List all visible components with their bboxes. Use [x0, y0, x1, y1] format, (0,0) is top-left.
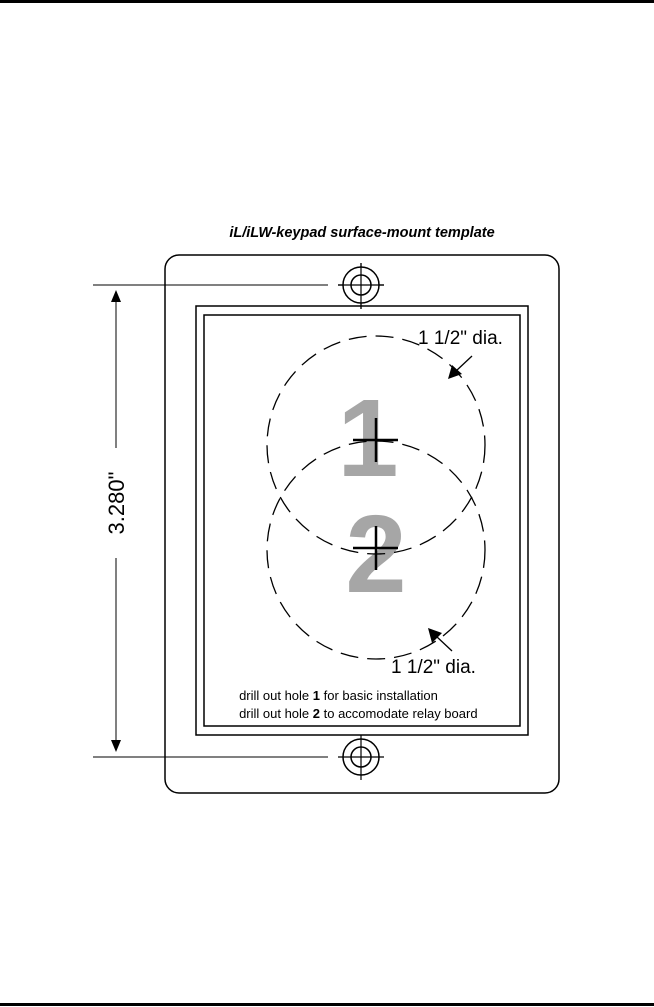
dimension-label: 3.280"	[104, 472, 129, 535]
hole-2-center-cross-icon	[353, 526, 398, 570]
hole-2-leader-arrow	[428, 628, 453, 652]
top-border-rule	[0, 0, 654, 3]
hole-1-number: 1	[337, 377, 398, 500]
outer-plate-outline	[164, 254, 560, 794]
hole-2-diameter-label: 1 1/2" dia.	[391, 657, 476, 678]
inner-frame-inner-line	[203, 314, 521, 727]
inner-frame-outer-line	[195, 305, 529, 736]
hole-1-diameter-label: 1 1/2" dia.	[418, 328, 503, 349]
bottom-border-rule	[0, 1003, 654, 1006]
dimension-arrow	[111, 290, 121, 752]
bottom-screw-hole-icon	[338, 735, 384, 780]
template-title: iL/iLW-keypad surface-mount template	[229, 225, 494, 241]
note-hole-2: drill out hole 2 to accomodate relay boa…	[221, 706, 488, 721]
hole-1-leader-arrow	[448, 355, 473, 379]
hole-1-center-cross-icon	[353, 418, 398, 462]
note-hole-1: drill out hole 1 for basic installation	[221, 688, 449, 703]
top-screw-hole-icon	[338, 263, 384, 309]
